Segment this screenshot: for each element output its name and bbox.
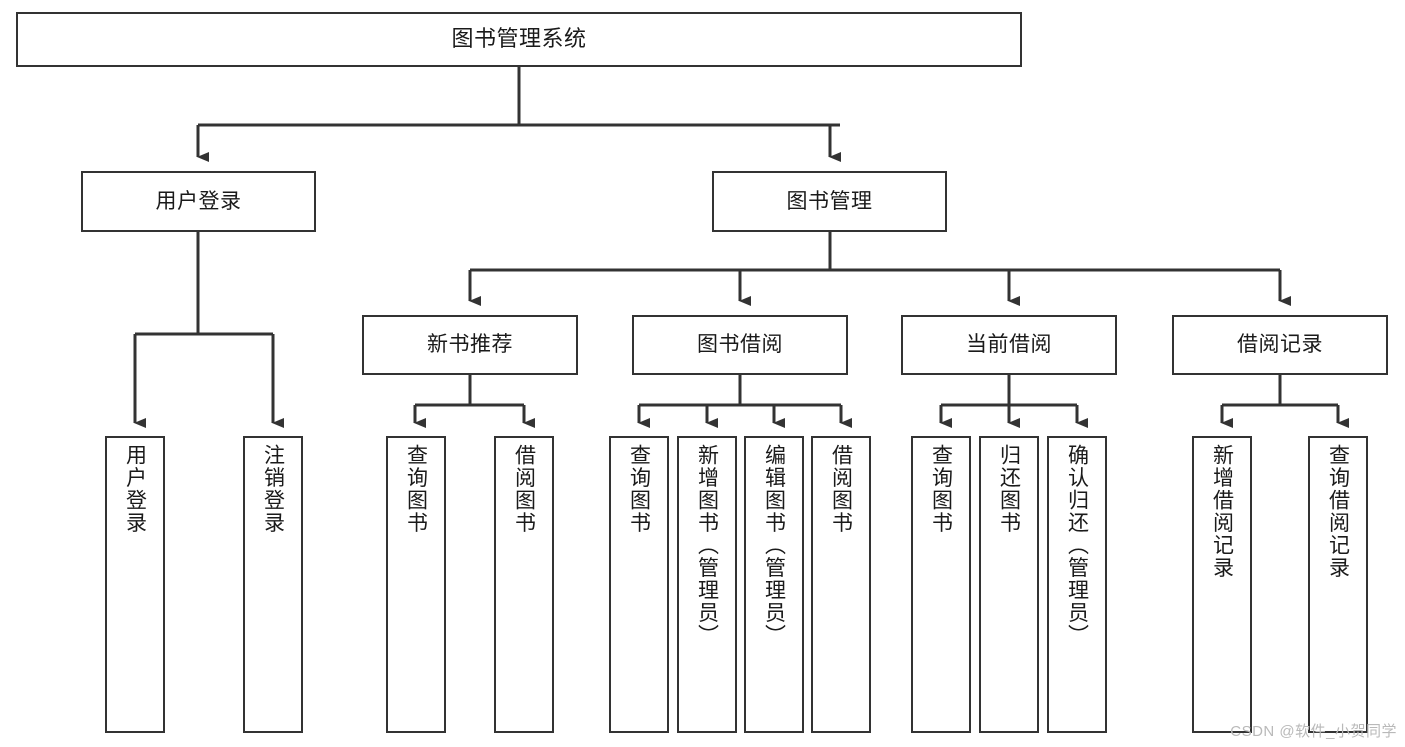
node-leaf-query-book-3[interactable]: 查询图书 (911, 436, 971, 733)
node-leaf-edit-book-label: 编辑图书（管理员） (762, 444, 786, 647)
node-leaf-confirm-return[interactable]: 确认归还（管理员） (1047, 436, 1107, 733)
node-leaf-borrow-book-1-label: 借阅图书 (512, 444, 536, 534)
node-leaf-add-book-label: 新增图书（管理员） (695, 444, 719, 647)
node-leaf-borrow-book-2-label: 借阅图书 (829, 444, 853, 534)
node-borrow-record-label: 借阅记录 (1237, 333, 1323, 357)
node-leaf-query-record[interactable]: 查询借阅记录 (1308, 436, 1368, 733)
node-leaf-user-login-label: 用户登录 (123, 444, 147, 534)
node-current-borrow[interactable]: 当前借阅 (901, 315, 1117, 375)
node-leaf-confirm-return-label: 确认归还（管理员） (1065, 444, 1089, 647)
node-leaf-query-book-2-label: 查询图书 (627, 444, 651, 534)
node-leaf-borrow-book-2[interactable]: 借阅图书 (811, 436, 871, 733)
node-leaf-query-record-label: 查询借阅记录 (1326, 444, 1350, 579)
node-leaf-query-book-1[interactable]: 查询图书 (386, 436, 446, 733)
node-borrow-record[interactable]: 借阅记录 (1172, 315, 1388, 375)
node-book-borrow-label: 图书借阅 (697, 333, 783, 357)
node-user-login[interactable]: 用户登录 (81, 171, 316, 232)
node-leaf-add-record-label: 新增借阅记录 (1210, 444, 1234, 579)
node-leaf-user-login[interactable]: 用户登录 (105, 436, 165, 733)
node-root[interactable]: 图书管理系统 (16, 12, 1022, 67)
node-current-borrow-label: 当前借阅 (966, 333, 1052, 357)
node-leaf-edit-book[interactable]: 编辑图书（管理员） (744, 436, 804, 733)
node-new-book-rec[interactable]: 新书推荐 (362, 315, 578, 375)
node-leaf-return-book-label: 归还图书 (997, 444, 1021, 534)
node-root-label: 图书管理系统 (451, 26, 587, 52)
node-leaf-add-book[interactable]: 新增图书（管理员） (677, 436, 737, 733)
node-leaf-query-book-3-label: 查询图书 (929, 444, 953, 534)
node-user-login-label: 用户登录 (155, 189, 242, 213)
node-leaf-query-book-2[interactable]: 查询图书 (609, 436, 669, 733)
node-leaf-borrow-book-1[interactable]: 借阅图书 (494, 436, 554, 733)
node-new-book-rec-label: 新书推荐 (427, 333, 513, 357)
node-leaf-query-book-1-label: 查询图书 (404, 444, 428, 534)
node-book-borrow[interactable]: 图书借阅 (632, 315, 848, 375)
node-leaf-logout-login[interactable]: 注销登录 (243, 436, 303, 733)
node-leaf-return-book[interactable]: 归还图书 (979, 436, 1039, 733)
node-book-mgmt[interactable]: 图书管理 (712, 171, 947, 232)
node-leaf-logout-login-label: 注销登录 (261, 444, 285, 534)
node-leaf-add-record[interactable]: 新增借阅记录 (1192, 436, 1252, 733)
node-book-mgmt-label: 图书管理 (786, 189, 873, 213)
